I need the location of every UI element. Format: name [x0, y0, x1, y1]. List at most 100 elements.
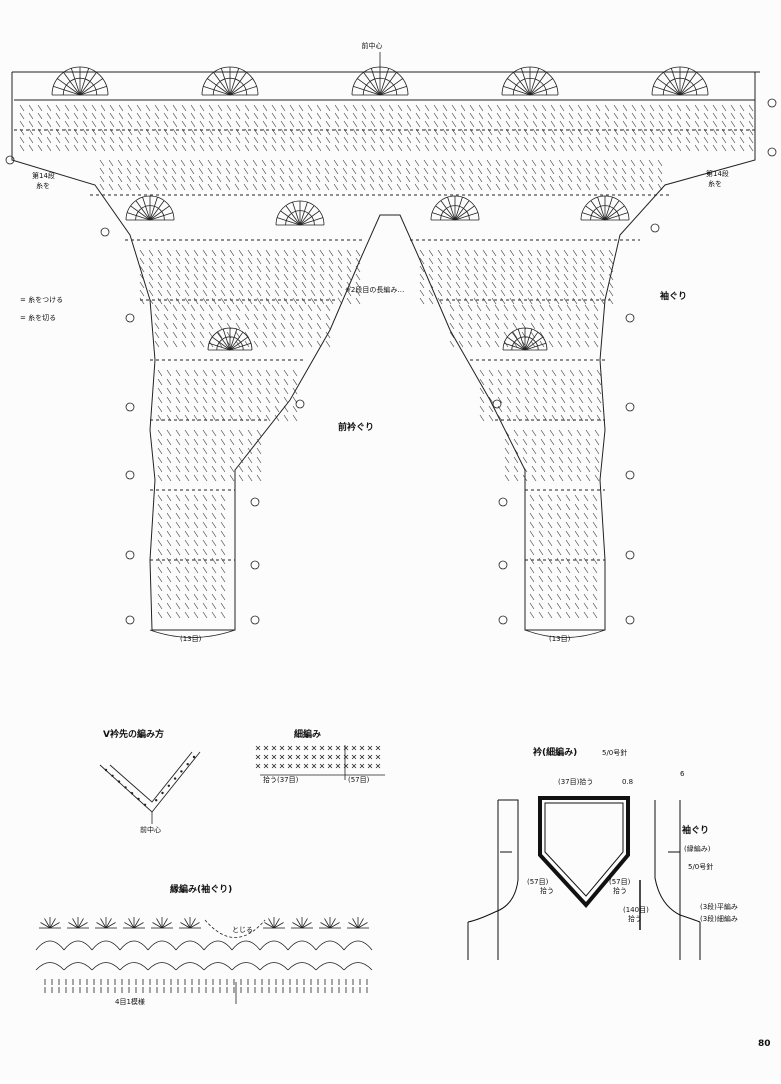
stitch-mark [586, 128, 592, 136]
stitch-mark [175, 273, 181, 281]
stitch-mark [551, 405, 557, 413]
stitch-mark [235, 120, 241, 128]
stitch-mark [325, 331, 331, 339]
stitch-mark [127, 120, 133, 128]
stitch-mark [154, 120, 160, 128]
stitch-mark [351, 159, 357, 167]
stitch-mark [469, 144, 475, 152]
stitch-mark [721, 144, 727, 152]
stitch-mark [265, 378, 271, 386]
stitch-mark [181, 144, 187, 152]
stitch-mark [464, 273, 470, 281]
stitch-mark [244, 144, 250, 152]
stitch-mark [270, 159, 276, 167]
stitch-mark [234, 183, 240, 191]
stitch-mark [211, 281, 217, 289]
stitch-mark [547, 512, 553, 520]
stitch-mark [64, 128, 70, 136]
stitch-mark [441, 167, 447, 175]
stitch-mark [253, 340, 259, 348]
stitch-mark [567, 465, 573, 473]
stitch-mark [748, 136, 754, 144]
stitch-mark [211, 494, 217, 502]
stitch-mark [518, 281, 524, 289]
stitch-mark [289, 331, 295, 339]
stitch-mark [574, 512, 580, 520]
stitch-mark [495, 183, 501, 191]
stitch-mark [482, 289, 488, 297]
stitch-mark [100, 120, 106, 128]
stitch-mark [424, 144, 430, 152]
stitch-mark [583, 557, 589, 565]
stitch-mark [685, 136, 691, 144]
stitch-mark [261, 183, 267, 191]
stitch-mark [216, 167, 222, 175]
stitch-mark [405, 167, 411, 175]
stitch-mark [337, 257, 343, 265]
pineapple-fan [275, 200, 325, 226]
stitch-mark [136, 104, 142, 112]
stitch-mark [298, 322, 304, 330]
stitch-mark [154, 128, 160, 136]
stitch-mark [28, 120, 34, 128]
stitch-mark [46, 136, 52, 144]
stitch-mark [527, 249, 533, 257]
stitch-mark [565, 611, 571, 619]
stitch-mark [524, 378, 530, 386]
stitch-mark [414, 167, 420, 175]
stitch-mark [547, 602, 553, 610]
stitch-mark [265, 265, 271, 273]
stitch-mark [505, 104, 511, 112]
stitch-mark [631, 136, 637, 144]
stitch-mark [220, 281, 226, 289]
stitch-mark [298, 120, 304, 128]
stitch-mark [415, 136, 421, 144]
stitch-mark [442, 128, 448, 136]
stitch-mark [193, 297, 199, 305]
edge-arch [343, 940, 373, 951]
stitch-mark [310, 297, 316, 305]
stitch-mark [545, 273, 551, 281]
stitch-mark [166, 456, 172, 464]
stitch-mark [387, 159, 393, 167]
stitch-mark [247, 297, 253, 305]
collar-schematic [467, 796, 701, 960]
stitch-dot [137, 797, 140, 801]
stitch-mark [676, 112, 682, 120]
stitch-mark [721, 104, 727, 112]
stitch-mark [126, 159, 132, 167]
stitch-mark [211, 438, 217, 446]
stitch-mark [202, 265, 208, 273]
stitch-mark [473, 257, 479, 265]
stitch-mark [253, 331, 259, 339]
stitch-mark [527, 281, 533, 289]
stitch-mark [256, 265, 262, 273]
stitch-mark [328, 257, 334, 265]
stitch-mark [551, 396, 557, 404]
stitch-mark [283, 297, 289, 305]
stitch-mark [388, 120, 394, 128]
stitch-mark [55, 136, 61, 144]
stitch-mark [280, 322, 286, 330]
stitch-mark [482, 265, 488, 273]
stitch-mark [370, 104, 376, 112]
stitch-mark [99, 175, 105, 183]
stitch-mark [247, 249, 253, 257]
stitch-mark [574, 530, 580, 538]
stitch-mark [193, 539, 199, 547]
stitch-mark [640, 144, 646, 152]
stitch-mark [369, 183, 375, 191]
stitch-mark [554, 297, 560, 305]
stitch-mark [265, 396, 271, 404]
stitch-mark [536, 273, 542, 281]
stitch-mark [117, 159, 123, 167]
stitch-mark [162, 175, 168, 183]
stitch-mark [667, 136, 673, 144]
stitch-mark [513, 438, 519, 446]
stitch-mark [262, 128, 268, 136]
stitch-mark [432, 167, 438, 175]
stitch-mark [536, 257, 542, 265]
stitch-mark [446, 297, 452, 305]
stitch-mark [558, 167, 564, 175]
stitch-mark [529, 530, 535, 538]
